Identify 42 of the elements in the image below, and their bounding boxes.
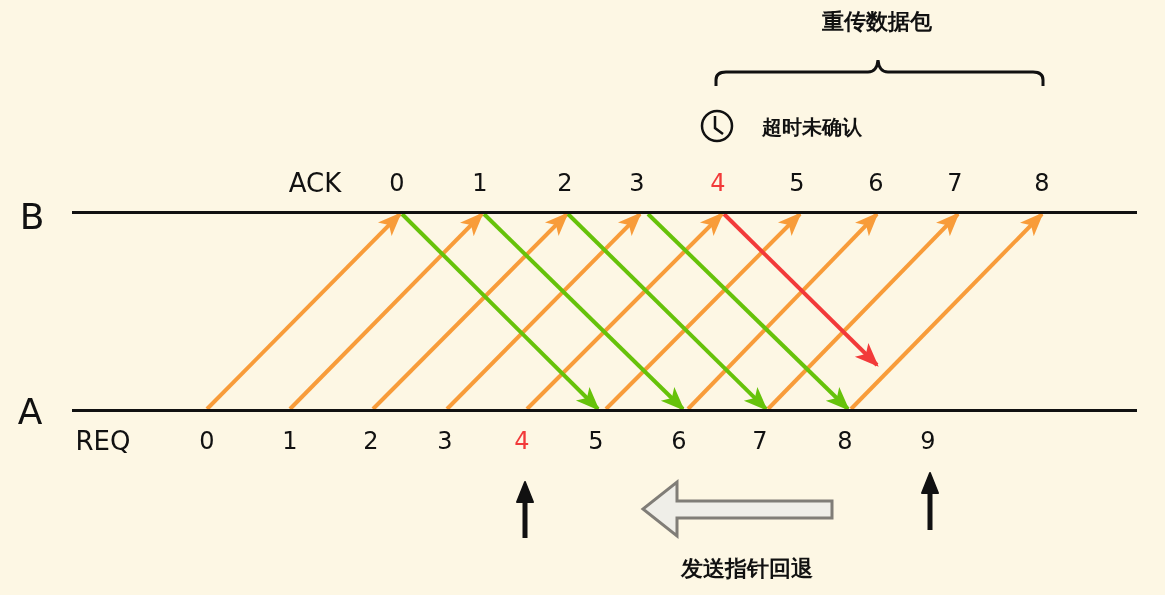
sequence-number: 3	[437, 429, 453, 453]
text-label: 发送指针回退	[681, 558, 813, 580]
host-label: B	[19, 199, 45, 235]
sequence-number: 9	[920, 429, 936, 453]
sequence-number: 8	[1034, 171, 1050, 195]
host-label: A	[17, 394, 43, 430]
sequence-number: 4	[514, 429, 530, 453]
sequence-number: 1	[282, 429, 298, 453]
sequence-number: 7	[752, 429, 768, 453]
arrow	[686, 212, 879, 411]
sequence-number: 0	[389, 171, 405, 195]
sequence-number: 4	[710, 171, 726, 195]
arrow	[288, 212, 484, 411]
sequence-number: 0	[199, 429, 215, 453]
arrow	[646, 212, 850, 411]
sequence-number: 3	[629, 171, 645, 195]
arrow	[400, 212, 600, 411]
text-label: 超时未确认	[762, 117, 862, 137]
arrow	[766, 212, 960, 411]
arrow	[525, 212, 724, 411]
sequence-number: 5	[789, 171, 805, 195]
sequence-number: 6	[868, 171, 884, 195]
arrow	[566, 212, 768, 411]
text-label: 重传数据包	[822, 11, 932, 33]
sequence-number: 1	[472, 171, 488, 195]
sequence-number: 7	[947, 171, 963, 195]
sequence-number: 8	[837, 429, 853, 453]
arrow	[849, 212, 1044, 411]
text-label: ACK	[288, 170, 342, 196]
arrow	[445, 212, 642, 411]
arrow	[604, 212, 802, 411]
arrow	[205, 212, 402, 411]
sequence-number: 2	[557, 171, 573, 195]
sequence-number: 6	[671, 429, 687, 453]
timeline	[72, 409, 1137, 412]
arrow	[482, 212, 685, 411]
text-label: REQ	[75, 428, 131, 454]
sequence-number: 5	[588, 429, 604, 453]
sequence-number: 2	[363, 429, 379, 453]
arrow	[371, 212, 569, 411]
timeline	[72, 211, 1137, 214]
arrow	[722, 212, 879, 367]
